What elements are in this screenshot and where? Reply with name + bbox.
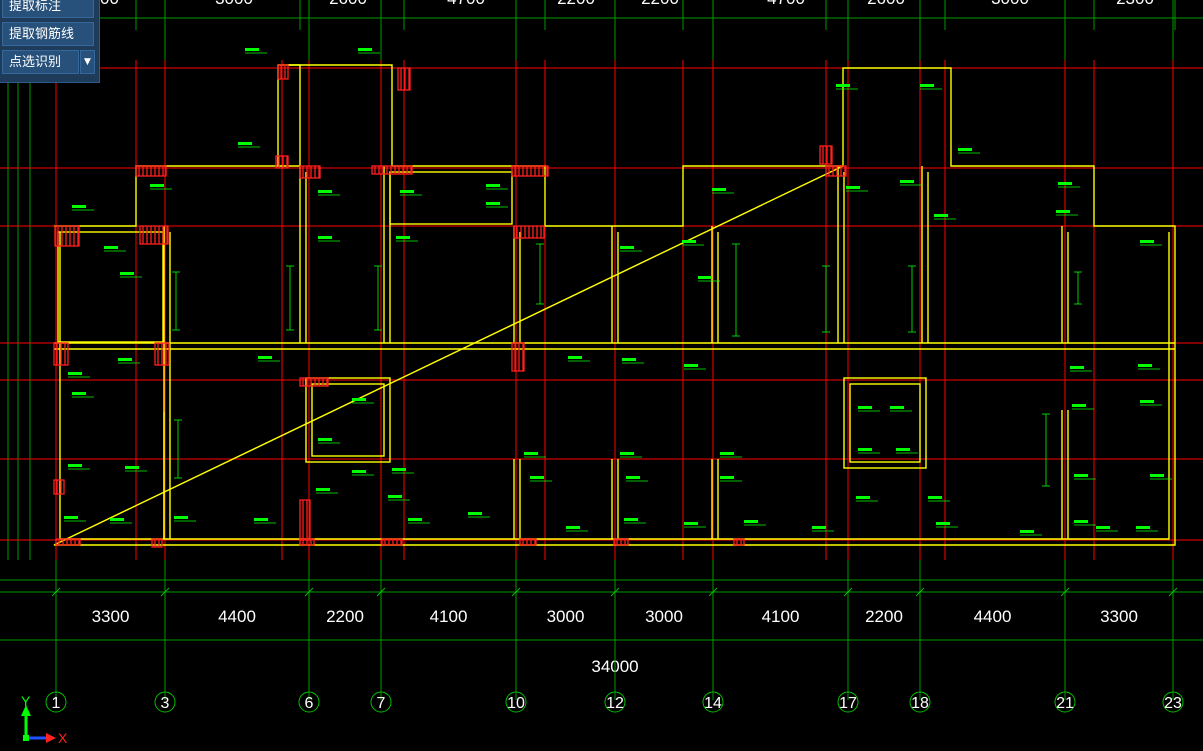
- axis-number: 7: [377, 695, 386, 712]
- axis-bubble: [702, 691, 724, 713]
- axis-markers: 1 3 6 7 10 12 14 17 18 21 23: [45, 640, 1184, 713]
- chevron-down-icon[interactable]: ▼: [80, 50, 95, 74]
- top-dim-text: 2600: [329, 0, 367, 8]
- bottom-dim-text: 3000: [547, 607, 585, 626]
- axis-number: 10: [507, 695, 525, 712]
- bottom-dim-text: 4100: [430, 607, 468, 626]
- wall-labels: [64, 48, 1172, 536]
- axis-lines: [0, 60, 1203, 560]
- axis-bubble: [45, 691, 67, 713]
- axis-number: 3: [161, 695, 170, 712]
- bottom-dim-text: 4400: [218, 607, 256, 626]
- extract-rebar-line-button[interactable]: 提取钢筋线: [2, 22, 94, 46]
- axis-number: 14: [704, 695, 722, 712]
- bottom-dim-text: 3300: [92, 607, 130, 626]
- dimension-grid: [0, 0, 1203, 641]
- extract-annotation-button[interactable]: 提取标注: [2, 0, 94, 18]
- top-dim-text: 2200: [641, 0, 679, 8]
- axis-bubble: [298, 691, 320, 713]
- bottom-dim-text: 2200: [326, 607, 364, 626]
- bottom-dim-text: 3000: [645, 607, 683, 626]
- axis-bubble: [604, 691, 626, 713]
- ucs-icon: Y X: [21, 693, 68, 746]
- ucs-y-label: Y: [21, 693, 31, 709]
- bottom-dim-text: 2200: [865, 607, 903, 626]
- bottom-dim-text: 4100: [762, 607, 800, 626]
- axis-number: 23: [1164, 695, 1182, 712]
- top-dim-text: 3000: [215, 0, 253, 8]
- top-dim-text: 3300: [81, 0, 119, 8]
- axis-bubble: [909, 691, 931, 713]
- bottom-dim-text: 3300: [1100, 607, 1138, 626]
- top-dim-text: 2300: [1116, 0, 1154, 8]
- top-dim-text: 2600: [867, 0, 905, 8]
- axis-number: 12: [606, 695, 624, 712]
- axis-bubble: [1162, 691, 1184, 713]
- axis-bubble: [154, 691, 176, 713]
- bottom-dimensions: 3300 4400 2200 4100 3000 3000 4100 2200 4400 3300: [92, 607, 1138, 626]
- axis-number: 21: [1056, 695, 1074, 712]
- axis-number: 1: [52, 695, 61, 712]
- top-dim-text: 4700: [447, 0, 485, 8]
- axis-bubble: [505, 691, 527, 713]
- top-dim-text: 2200: [557, 0, 595, 8]
- wall-outlines: [53, 64, 1176, 546]
- axis-bubble: [370, 691, 392, 713]
- rebar-marks: [53, 64, 847, 548]
- axis-number: 18: [911, 695, 929, 712]
- ucs-x-label: X: [58, 730, 68, 746]
- point-select-recognize-button[interactable]: 点选识别: [2, 50, 79, 74]
- top-dimensions: 3300 3000 2600 4700 2200 2200 4700 2600 3000 2300: [81, 0, 1154, 8]
- recognition-panel: 提取标注 提取钢筋线 点选识别 ▼: [0, 0, 100, 83]
- top-dim-text: 4700: [767, 0, 805, 8]
- top-dim-text: 3000: [991, 0, 1029, 8]
- axis-number: 17: [839, 695, 857, 712]
- axis-bubble: [1054, 691, 1076, 713]
- bottom-dim-text: 4400: [974, 607, 1012, 626]
- axis-number: 6: [305, 695, 314, 712]
- axis-bubble: [837, 691, 859, 713]
